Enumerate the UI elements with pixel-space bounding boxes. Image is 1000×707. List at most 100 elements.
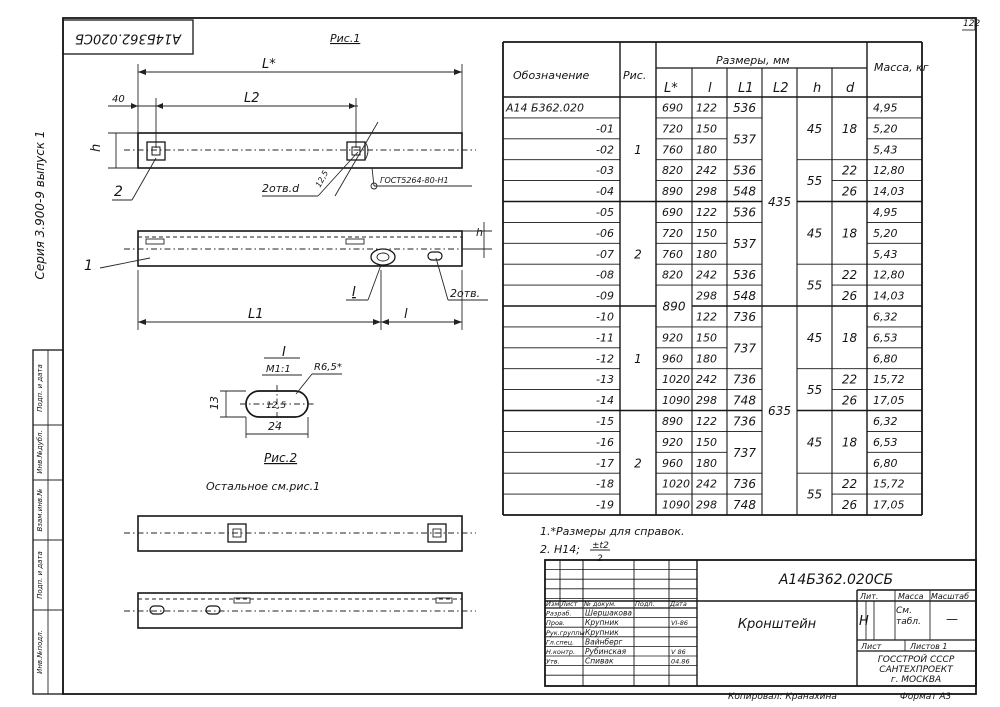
stamp-role: Утв. — [546, 658, 560, 666]
l-cell: 242 — [696, 373, 717, 386]
notes: 1.*Размеры для справок. 2. Н14; ±t2 2 — [540, 525, 685, 564]
designation-cell: -18 — [596, 478, 614, 491]
designation-cell: -15 — [596, 415, 614, 428]
l-cell: 180 — [696, 352, 717, 365]
mass-cell: 12,80 — [873, 164, 905, 177]
d-cell: 22 — [842, 164, 857, 178]
stamp-date: V 86 — [671, 648, 686, 656]
detail-scale: М1:1 — [266, 364, 291, 375]
l-cell: 122 — [696, 101, 717, 114]
designation-cell: -10 — [596, 310, 614, 323]
stamp-code: А14Б362.020СБ — [778, 572, 893, 588]
stamp-lit-label: Лит. — [859, 592, 878, 601]
left-margin-strip: Инв.№подл. Подп. и дата Взам.инв.№ Инв.№… — [32, 349, 64, 695]
h-cell: 55 — [807, 279, 822, 293]
designation-cell: -08 — [596, 269, 614, 282]
fig-cell: 2 — [634, 456, 642, 470]
view-mark-I: I — [352, 285, 356, 300]
stamp-name-cell: Крупник — [585, 618, 619, 627]
h-cell: 55 — [807, 174, 822, 188]
h-cell: 55 — [807, 383, 822, 397]
stamp-mass-value-box: См. табл. — [896, 606, 921, 627]
lstar-cell: 890 — [662, 185, 683, 198]
margin-label-4: Подп. и дата — [36, 364, 44, 412]
L1-cell: 748 — [733, 394, 756, 408]
designation-cell: -03 — [596, 164, 614, 177]
stamp-role: Пров. — [546, 619, 565, 627]
format-label: Формат А3 — [900, 692, 952, 702]
lstar-cell: 760 — [662, 143, 683, 156]
designation-cell: -11 — [596, 331, 614, 344]
note-2-prefix: 2. Н14; — [540, 543, 580, 556]
designation-cell: -04 — [596, 185, 614, 198]
lstar-cell: 820 — [662, 269, 683, 282]
gost-label: ГОСТ5264-80-Н1 — [380, 176, 449, 185]
designation-cell: -16 — [596, 436, 614, 449]
lstar-cell: 1090 — [662, 499, 690, 512]
series-label: Серия 3.900-9 выпуск 1 — [33, 130, 47, 279]
L2-cell: 635 — [768, 404, 791, 418]
lstar-cell: 690 — [662, 206, 683, 219]
d-cell: 22 — [842, 268, 857, 282]
h-cell: 45 — [807, 122, 822, 136]
l-cell: 298 — [696, 499, 717, 512]
margin-label-1: Подп. и дата — [36, 551, 44, 599]
stamp-role: Н.контр. — [546, 648, 575, 656]
mass-cell: 15,72 — [873, 478, 905, 491]
d-cell: 18 — [842, 122, 858, 136]
stamp-scale-value: — — [946, 612, 958, 626]
mass-cell: 4,95 — [873, 206, 898, 219]
stamp-lit-value: Н — [859, 614, 869, 629]
d-cell: 22 — [842, 373, 857, 387]
dim-L1: L1 — [248, 307, 264, 322]
mass-cell: 6,53 — [873, 331, 898, 344]
dim-Lstar: L* — [262, 57, 276, 72]
d-cell: 26 — [842, 289, 858, 303]
l-cell: 180 — [696, 143, 717, 156]
h-cell: 45 — [807, 435, 822, 449]
l-cell: 242 — [696, 164, 717, 177]
dim-h: h — [89, 144, 104, 152]
designation-cell: -17 — [596, 457, 614, 470]
mass-cell: 12,80 — [873, 269, 905, 282]
callout-2: 2 — [114, 184, 123, 200]
h-cell: 45 — [807, 226, 822, 240]
lstar-cell: 890 — [662, 415, 683, 428]
fig-cell: 2 — [634, 247, 642, 261]
holes-2-label: 2отв. — [450, 287, 480, 300]
mass-cell: 14,03 — [873, 185, 905, 198]
stamp-role: Разраб. — [546, 610, 572, 618]
th-h: h — [813, 81, 821, 96]
lstar-cell: 1090 — [662, 394, 690, 407]
lstar-cell: 920 — [662, 331, 683, 344]
designation-cell: -07 — [596, 248, 614, 261]
L1-cell: 748 — [733, 498, 756, 512]
designation-cell: -06 — [596, 227, 614, 240]
lstar-cell: 1020 — [662, 478, 690, 491]
stamp-name-cell: Рубинская — [585, 647, 627, 656]
designation-cell: -13 — [596, 373, 614, 386]
dim-L2: L2 — [244, 91, 260, 106]
th-L1: L1 — [738, 81, 754, 96]
page-number: 122 — [963, 19, 980, 29]
L1-cell: 548 — [733, 185, 756, 199]
title-block: А14Б362.020СБ Кронштейн Лит. Масса Масшт… — [544, 559, 977, 687]
th-mass-text: Масса, кг — [874, 61, 929, 74]
d-cell: 22 — [842, 477, 857, 491]
th-d: d — [846, 81, 855, 96]
stamp-org1: ГОССТРОЙ СССР — [878, 653, 955, 665]
lstar-cell: 720 — [662, 122, 683, 135]
lstar-merged-cell: 890 — [663, 300, 686, 314]
stamp-scale-label: Масштаб — [931, 592, 969, 601]
l-cell: 122 — [696, 415, 717, 428]
d-cell: 26 — [842, 185, 858, 199]
l-cell: 242 — [696, 269, 717, 282]
detail-inner: 12,5 — [266, 401, 286, 411]
fig2: Рис.2 Остальное см.рис.1 — [124, 451, 476, 629]
note-2-num: ±t2 — [592, 541, 609, 551]
mass-cell: 4,95 — [873, 101, 898, 114]
stamp-header-col: Подп. — [635, 600, 655, 608]
stamp-header-col: Изм. — [546, 600, 561, 608]
l-cell: 150 — [696, 436, 717, 449]
stamp-name-cell: Спивак — [585, 657, 614, 666]
